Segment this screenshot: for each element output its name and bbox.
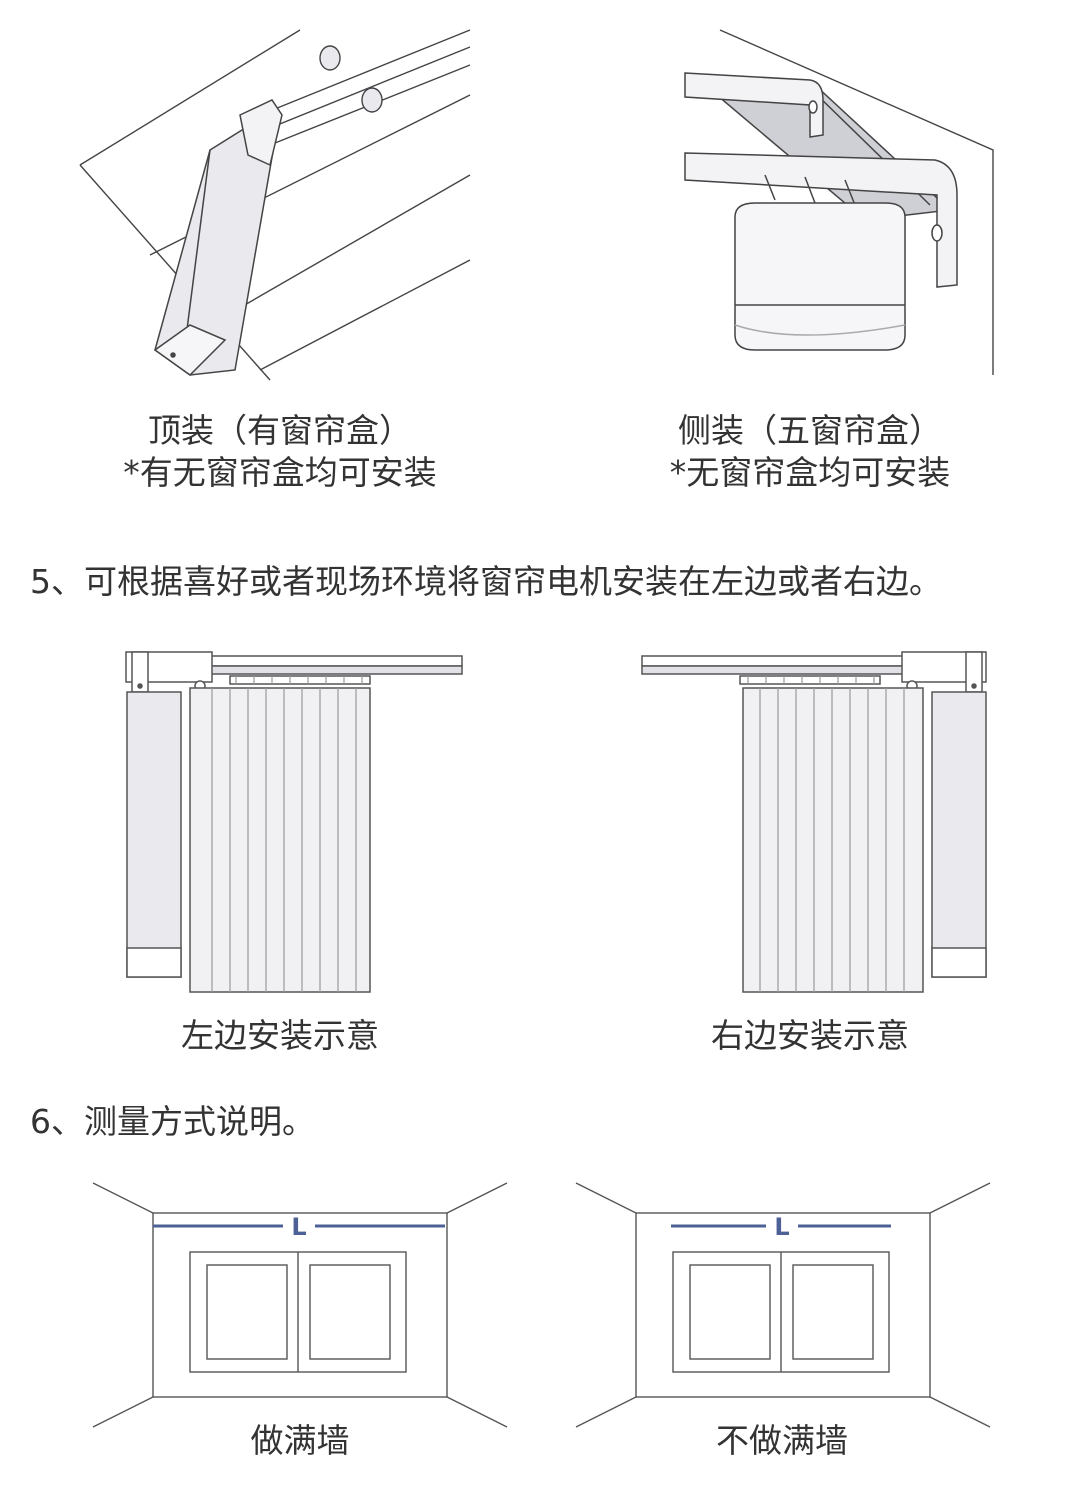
- top-mount-illustration: [79, 29, 471, 381]
- side-mount-illustration: [684, 29, 994, 375]
- top-mount-note: *有无窗帘盒均可安装: [123, 453, 437, 492]
- side-mount-note: *无窗帘盒均可安装: [669, 453, 951, 492]
- left-install-caption: 左边安装示意: [181, 1016, 379, 1055]
- top-mount-caption: 顶装（有窗帘盒） *有无窗帘盒均可安装: [60, 410, 500, 494]
- left-install-diagram: [125, 651, 463, 993]
- side-mount-caption: 侧装（五窗帘盒） *无窗帘盒均可安装: [590, 410, 1030, 494]
- partial-wall-diagram: L: [575, 1182, 991, 1428]
- full-wall-diagram: L: [92, 1182, 508, 1428]
- step6-heading: 6、测量方式说明。: [30, 1102, 315, 1141]
- right-install-diagram: [641, 651, 987, 993]
- step5-heading: 5、可根据喜好或者现场环境将窗帘电机安装在左边或者右边。: [30, 562, 942, 601]
- full-wall-measure-label: L: [291, 1213, 306, 1241]
- right-install-caption: 右边安装示意: [711, 1016, 909, 1055]
- top-mount-title: 顶装（有窗帘盒）: [148, 411, 412, 450]
- partial-wall-caption: 不做满墙: [716, 1421, 848, 1460]
- side-mount-title: 侧装（五窗帘盒）: [678, 411, 942, 450]
- partial-wall-measure-label: L: [774, 1213, 789, 1241]
- full-wall-caption: 做满墙: [250, 1421, 350, 1460]
